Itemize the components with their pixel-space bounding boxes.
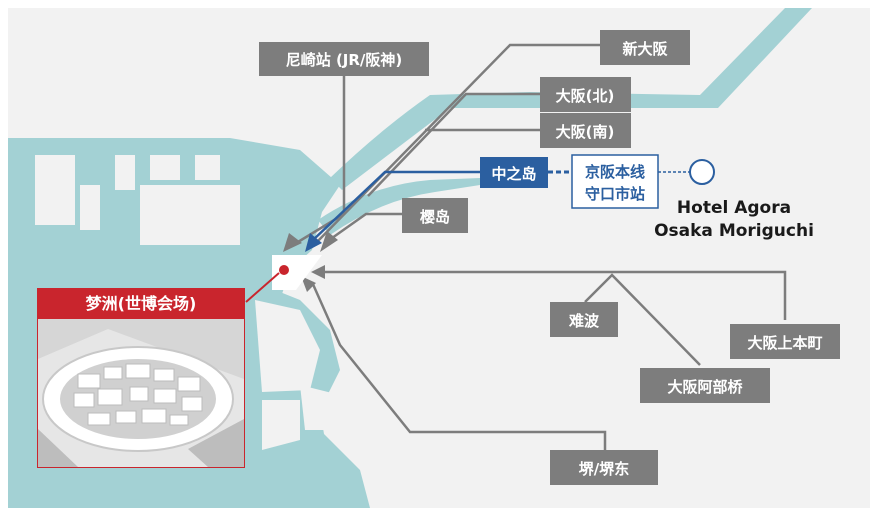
svg-text:大阪(南): 大阪(南) — [556, 123, 615, 141]
station-osaka-kita: 大阪(北) — [540, 77, 631, 112]
station-nakanoshima: 中之岛 — [480, 157, 548, 188]
expo-site-marker — [272, 255, 322, 290]
expo-title: 梦洲(世博会场) — [38, 289, 244, 319]
station-sakai: 堺/堺东 — [550, 450, 658, 485]
route-arrowheads — [283, 231, 338, 292]
hotel-marker — [689, 159, 715, 185]
expo-location-dot — [279, 265, 289, 275]
station-shin-osaka: 新大阪 — [600, 30, 690, 65]
station-moriguchishi: 京阪本线 守口市站 — [571, 154, 659, 209]
svg-text:难波: 难波 — [568, 312, 600, 330]
svg-text:尼崎站 (JR/阪神): 尼崎站 (JR/阪神) — [286, 51, 403, 69]
station-amagasaki: 尼崎站 (JR/阪神) — [259, 42, 429, 76]
station-sakurajima: 樱岛 — [402, 198, 468, 233]
station-osaka-minami: 大阪(南) — [540, 113, 631, 148]
hotel-name-line2: Osaka Moriguchi — [654, 221, 814, 241]
keihan-route — [305, 170, 690, 252]
station-abeno: 大阪阿部桥 — [640, 368, 770, 403]
expo-venue-illustration — [38, 319, 244, 467]
expo-leader-line — [245, 272, 280, 303]
expo-inset: 梦洲(世博会场) — [37, 288, 245, 468]
svg-text:守口市站: 守口市站 — [585, 185, 645, 203]
svg-text:大阪上本町: 大阪上本町 — [747, 334, 822, 352]
station-namba: 难波 — [550, 302, 618, 337]
svg-text:大阪(北): 大阪(北) — [556, 87, 615, 105]
svg-text:大阪阿部桥: 大阪阿部桥 — [667, 378, 743, 396]
svg-text:新大阪: 新大阪 — [622, 40, 668, 58]
svg-text:京阪本线: 京阪本线 — [585, 163, 645, 181]
svg-text:堺/堺东: 堺/堺东 — [579, 460, 629, 478]
station-uehommachi: 大阪上本町 — [730, 324, 840, 359]
hotel-name-line1: Hotel Agora — [677, 198, 791, 218]
svg-text:樱岛: 樱岛 — [420, 208, 450, 226]
svg-text:中之岛: 中之岛 — [491, 165, 536, 183]
islands — [35, 155, 340, 450]
